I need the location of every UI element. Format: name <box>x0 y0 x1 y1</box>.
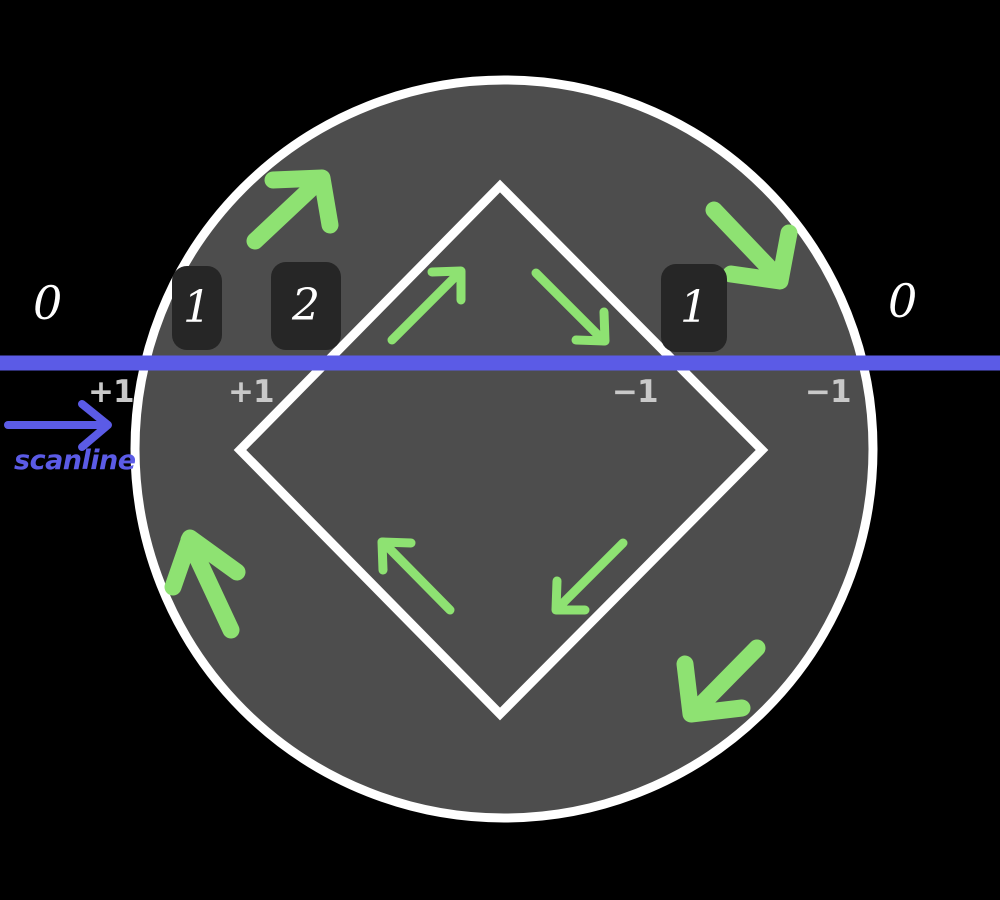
winding-count-outside-right: 0 <box>888 274 918 328</box>
scanline-label: scanline <box>14 445 136 476</box>
crossing-delta-diamond-right: −1 <box>612 374 659 410</box>
diamond-arrow-top-right-icon <box>531 268 610 346</box>
circle-arrow-top-right-icon <box>705 201 798 290</box>
winding-count-badge-crossing-3: 1 <box>661 264 727 352</box>
circle-arrow-bottom-right-icon <box>676 639 766 723</box>
crossing-delta-diamond-left: +1 <box>228 374 275 410</box>
diamond-arrow-bottom-left-icon <box>377 537 455 615</box>
winding-count-badge-crossing-1: 1 <box>172 266 222 350</box>
crossing-delta-circle-left: +1 <box>88 374 135 410</box>
winding-count-outside-left: 0 <box>33 276 63 330</box>
diamond-arrow-top-left-icon <box>387 266 466 345</box>
circle-arrow-top-left-icon <box>246 169 339 250</box>
circle-arrow-bottom-left-icon <box>164 529 246 639</box>
winding-count-badge-crossing-2: 2 <box>271 262 341 350</box>
scanline-direction-arrow-icon <box>4 400 112 451</box>
crossing-delta-circle-right: −1 <box>805 374 852 410</box>
diamond-arrow-bottom-right-icon <box>551 538 628 615</box>
